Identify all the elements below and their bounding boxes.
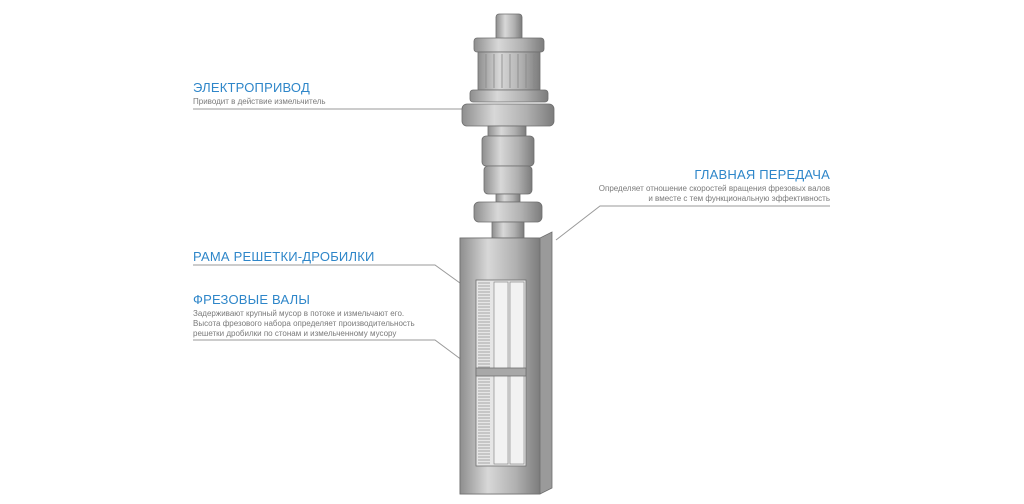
callout-shafts-desc-3: решетки дробилки по стонам и измельченно… — [193, 329, 397, 338]
callout-gear-desc-2: и вместе с тем функциональную эффективно… — [648, 194, 830, 203]
callout-gear-title: ГЛАВНАЯ ПЕРЕДАЧА — [694, 167, 830, 182]
leader-shafts — [193, 339, 479, 373]
callout-frame-title: РАМА РЕШЕТКИ-ДРОБИЛКИ — [193, 249, 375, 264]
callout-drive-title: ЭЛЕКТРОПРИВОД — [193, 80, 310, 95]
motor — [461, 13, 555, 239]
callout-drive-desc: Приводит в действие измельчитель — [193, 97, 326, 106]
frame — [459, 231, 553, 495]
callout-shafts-desc-1: Задерживают крупный мусор в потоке и изм… — [193, 309, 405, 318]
callout-shafts-title: ФРЕЗОВЫЕ ВАЛЫ — [193, 292, 311, 307]
leader-gear — [555, 205, 830, 241]
callout-gear-desc-1: Определяет отношение скоростей вращения … — [598, 184, 830, 193]
callout-shafts-desc-2: Высота фрезового набора определяет произ… — [193, 319, 415, 328]
